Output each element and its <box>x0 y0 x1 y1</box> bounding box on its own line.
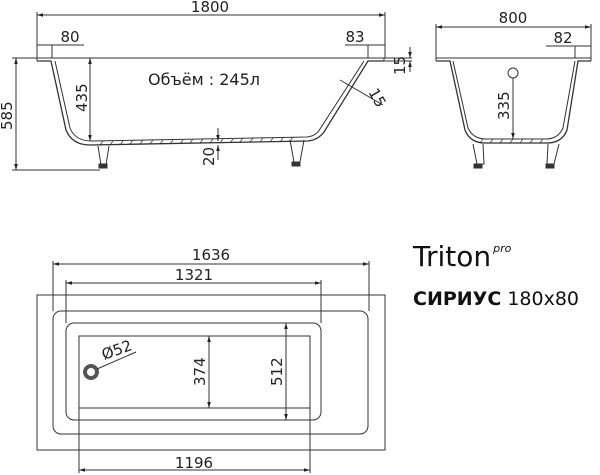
dim-bottom-thickness: 20 <box>200 147 218 166</box>
dim-wall-thickness: 15 <box>365 85 390 111</box>
model-size: 180x80 <box>507 288 579 310</box>
dim-inner-width: 512 <box>268 357 286 386</box>
dim-rim-width: 82 <box>553 29 572 47</box>
dim-total-height: 585 <box>0 101 16 130</box>
dim-inner-depth: 435 <box>73 83 91 112</box>
top-view <box>36 261 386 473</box>
dim-outer-bowl-length: 1636 <box>192 246 230 264</box>
end-view <box>435 24 592 169</box>
dim-right-rim: 83 <box>345 28 364 46</box>
dim-overall-width: 800 <box>499 9 528 27</box>
dim-rim-thickness: 15 <box>391 56 409 75</box>
dim-overall-length: 1800 <box>191 0 229 16</box>
model-title: СИРИУС 180x80 <box>413 288 579 310</box>
dim-left-rim: 80 <box>60 28 79 46</box>
dim-bottom-length: 1196 <box>175 454 213 472</box>
dim-inner-bowl-length: 1321 <box>175 266 213 284</box>
dim-overflow-height: 335 <box>495 91 513 120</box>
dim-bottom-width: 374 <box>191 357 209 386</box>
dim-drain-diameter: Ø52 <box>99 336 134 363</box>
brand-name: Triton <box>413 240 492 273</box>
side-view <box>12 12 412 171</box>
volume-label: Объём : 245л <box>148 70 260 89</box>
brand-suffix: pro <box>493 242 512 255</box>
model-name: СИРИУС <box>413 288 502 310</box>
